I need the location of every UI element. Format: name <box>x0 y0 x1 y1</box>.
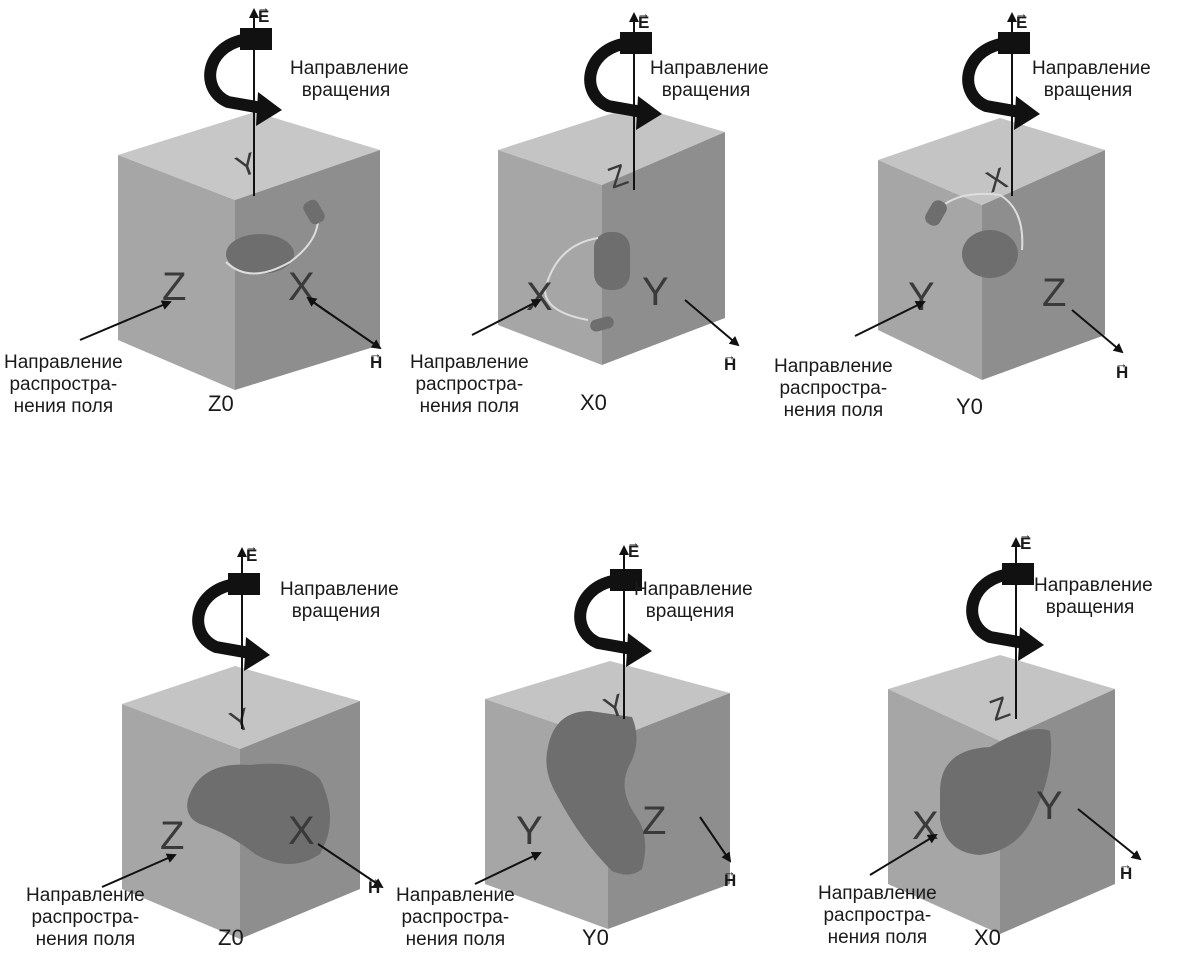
bte-device-body <box>962 230 1018 278</box>
panel-z0-bte: Y Z X →E →H Направление вращения Направл… <box>0 0 409 479</box>
h-axis-line <box>1077 808 1142 861</box>
cube-diagram: Y Z X <box>101 547 384 939</box>
ite-device-shell <box>940 729 1052 855</box>
axis-letter-side: Y <box>642 270 669 314</box>
rotation-arrow <box>204 34 264 114</box>
rotation-arrow <box>584 38 644 118</box>
panel-z0-ite: Y Z X →E →H Направление вращения Направл… <box>0 479 399 958</box>
cube-side-face <box>235 150 380 390</box>
propagation-arrow <box>474 851 542 885</box>
cube-diagram: Y Y Z <box>474 545 732 929</box>
position-label: Z0 <box>208 391 234 416</box>
rotation-label: Направление вращения <box>1032 58 1151 101</box>
bte-earpiece <box>925 200 947 226</box>
e-vector-label: →E <box>257 0 270 26</box>
bte-device-body <box>594 232 630 290</box>
cube-front-face <box>498 150 602 365</box>
e-vector-label: →E <box>627 535 640 561</box>
e-vector-label: →E <box>1019 527 1032 553</box>
h-vector-label: →H <box>723 348 737 374</box>
panel-y0-ite: Y Y Z →E →H Направление вращения Направл… <box>380 479 774 958</box>
cube-top-face <box>118 112 380 200</box>
axis-letter-side: Z <box>642 799 666 843</box>
h-axis-line <box>684 299 740 347</box>
rotation-label: Направление вращения <box>634 579 753 622</box>
propagation-arrow <box>101 853 177 888</box>
cube-top-face <box>485 661 730 741</box>
axis-letter-front: X <box>526 275 553 319</box>
e-vector-label: →E <box>637 6 650 32</box>
axis-letter-front: Y <box>908 275 935 319</box>
propagation-arrow <box>869 833 938 876</box>
panel-x0-ite: Z X Y →E →H Направление вращения Направл… <box>760 479 1154 958</box>
rotation-label: Направление вращения <box>1034 575 1153 618</box>
rotation-label: Направление вращения <box>280 579 399 622</box>
bte-device-body <box>226 234 294 274</box>
axis-letter-front: Z <box>162 265 186 309</box>
cube-top-face <box>878 118 1105 205</box>
axis-letter-side: X <box>288 809 315 853</box>
propagation-arrow <box>854 301 926 337</box>
e-vector-label: →E <box>245 539 258 565</box>
cube-diagram: Z X Y <box>471 12 740 365</box>
position-label: X0 <box>580 390 607 415</box>
h-axis-line <box>317 843 384 889</box>
cube-diagram: X Y Z <box>854 12 1124 380</box>
cube-top-face <box>888 655 1115 741</box>
axis-letter-side: Y <box>1036 784 1063 828</box>
propagation-arrow <box>471 299 542 336</box>
h-axis-line <box>699 816 732 863</box>
cube-top-face <box>498 106 725 185</box>
position-label: X0 <box>974 925 1001 950</box>
cube-front-face <box>878 160 982 380</box>
e-vector-label: →E <box>1015 6 1028 32</box>
axis-letter-front: Y <box>516 809 543 853</box>
bte-earpiece <box>303 199 325 225</box>
rotation-label: Направление вращения <box>650 58 769 101</box>
panel-x0-bte: Z X Y →E →H Направление вращения Направл… <box>380 0 774 479</box>
h-vector-label: →H <box>367 871 381 897</box>
axis-letter-side: X <box>288 265 315 309</box>
cube-diagram: Y Z X <box>79 8 382 390</box>
position-label: Z0 <box>218 925 244 950</box>
axis-letter-front: Z <box>160 814 184 858</box>
ite-device-shell <box>187 763 330 864</box>
h-vector-label: →H <box>723 864 737 890</box>
position-label: Y0 <box>956 394 983 419</box>
h-axis-line <box>1071 309 1124 354</box>
cube-front-face <box>118 155 235 390</box>
cube-diagram: Z X Y <box>869 537 1142 934</box>
axis-letter-side: Z <box>1042 271 1066 315</box>
panel-y0-bte: X Y Z →E →H Направление вращения Направл… <box>760 0 1154 479</box>
h-vector-label: →H <box>1115 356 1129 382</box>
h-vector-label: →H <box>1119 857 1133 883</box>
rotation-arrow <box>574 575 634 655</box>
rotation-label: Направление вращения <box>290 58 409 101</box>
rotation-arrow <box>962 38 1022 118</box>
propagation-arrow <box>79 300 172 341</box>
cube-front-face <box>122 704 240 939</box>
h-vector-label: →H <box>369 346 383 372</box>
rotation-arrow <box>192 579 252 659</box>
ite-device-shell <box>546 711 646 875</box>
rotation-arrow <box>966 569 1026 649</box>
bte-earpiece <box>590 316 614 332</box>
position-label: Y0 <box>582 925 609 950</box>
